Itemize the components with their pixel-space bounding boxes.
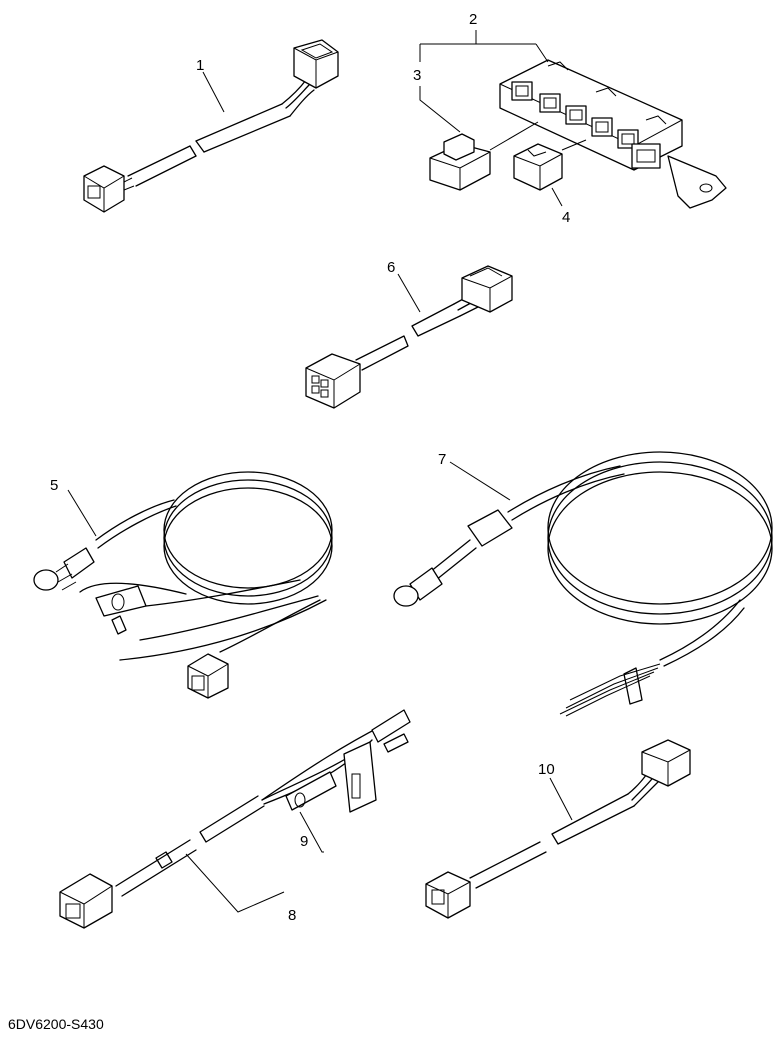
- part-label-8: 8: [288, 907, 296, 924]
- diagram-code: 6DV6200-S430: [8, 1016, 104, 1032]
- part-label-4: 4: [562, 209, 570, 226]
- part-label-3: 3: [413, 67, 421, 84]
- part-7-coiled-cable: 7: [393, 451, 773, 717]
- part-label-10: 10: [538, 761, 555, 778]
- part-10-wire-harness: 10: [425, 739, 691, 919]
- part-label-1: 1: [196, 57, 204, 74]
- part-label-6: 6: [387, 259, 395, 276]
- part-label-7: 7: [438, 451, 446, 468]
- part-6-wire-harness: 6: [305, 259, 513, 409]
- part-9-fuse: 9: [299, 811, 324, 853]
- part-label-2: 2: [469, 11, 477, 28]
- part-2-junction-block: 2: [419, 11, 727, 209]
- part-1-wire-harness: 1: [83, 39, 339, 213]
- part-5-coiled-cable: 5: [33, 471, 333, 699]
- part-3-connector-cap: 3: [413, 67, 539, 191]
- part-4-dummy-plug: 4: [513, 139, 587, 226]
- part-label-9: 9: [300, 833, 308, 850]
- part-8-wire-harness: 8: [59, 709, 411, 929]
- part-label-5: 5: [50, 477, 58, 494]
